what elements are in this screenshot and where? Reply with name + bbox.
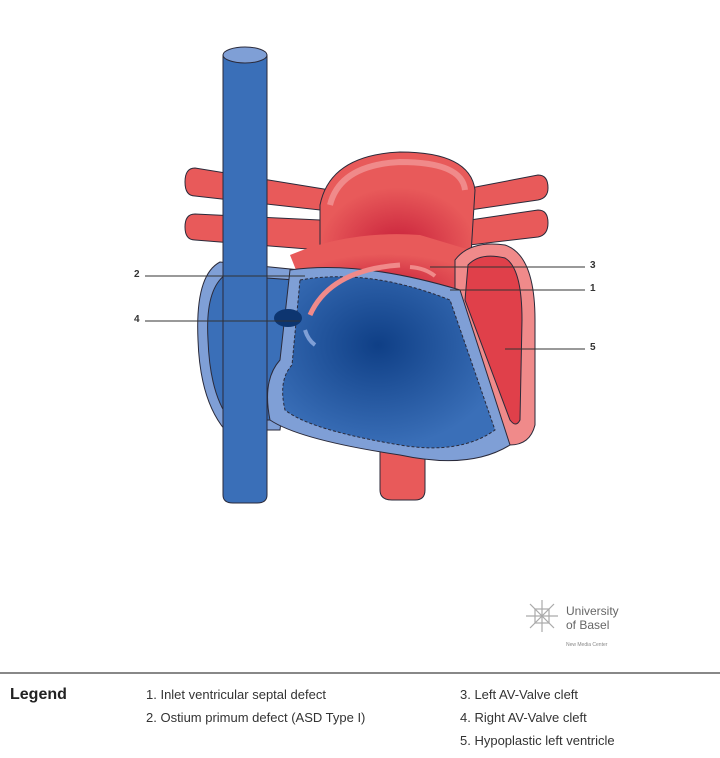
legend-title: Legend — [10, 686, 67, 703]
legend-divider — [0, 672, 720, 674]
snowflake-logo-icon — [526, 600, 558, 632]
right-pulmonary-artery-upper — [459, 174, 549, 211]
legend-item: 5. Hypoplastic left ventricle — [460, 733, 615, 748]
callout-5: 5 — [590, 342, 596, 353]
valve-leaflet — [307, 262, 401, 317]
callout-3: 3 — [590, 260, 596, 271]
av-valve-cleft-dark — [274, 309, 302, 327]
legend-item: 3. Left AV-Valve cleft — [460, 687, 579, 702]
callout-2: 2 — [134, 269, 140, 280]
callout-1: 1 — [590, 283, 596, 294]
legend-item: 4. Right AV-Valve cleft — [460, 710, 587, 725]
legend-item: 1. Inlet ventricular septal defect — [146, 687, 326, 702]
legend-item: 2. Ostium primum defect (ASD Type I) — [146, 710, 366, 725]
logo-name: University of Basel — [566, 604, 619, 632]
right-pulmonary-artery-lower — [469, 209, 549, 246]
university-logo: University of Basel New Media Center — [524, 598, 634, 654]
callout-4: 4 — [134, 314, 140, 325]
heart-diagram — [145, 46, 585, 504]
logo-subtitle: New Media Center — [566, 642, 608, 648]
vena-cava — [222, 54, 268, 504]
